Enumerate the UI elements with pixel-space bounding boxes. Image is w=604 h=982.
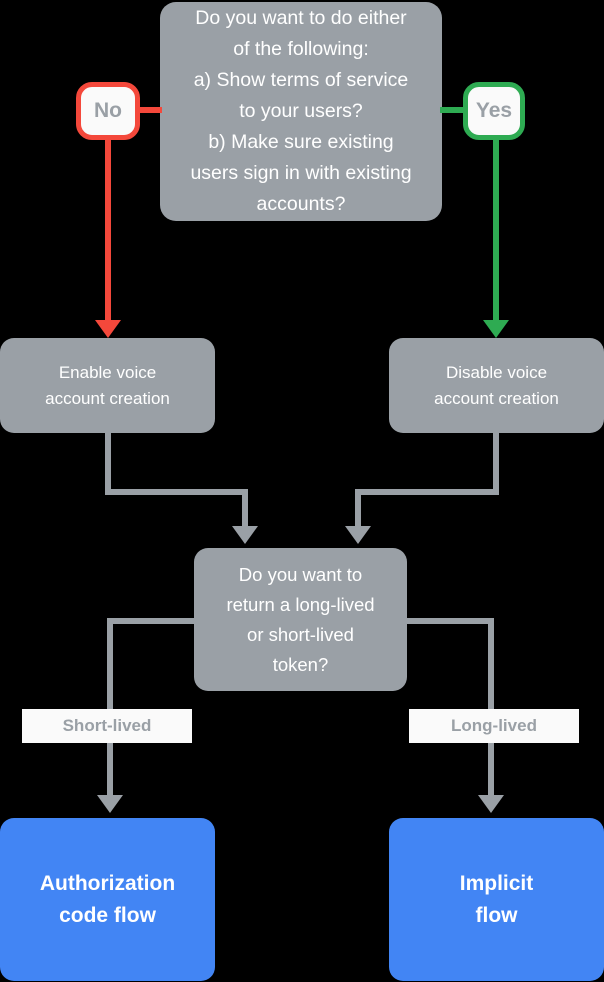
node-implicit-flow-label: Implicit flow [459,871,534,927]
edge-disable-horizontal [355,489,499,495]
edge-enable-descend [242,489,248,528]
node-disable-label: Disable voice account creation [434,362,559,408]
badge-yes-label: Yes [475,99,513,122]
edge-short-horizontal [107,618,197,624]
edge-label-short-lived: Short-lived [22,709,192,743]
edge-label-short-lived-text: Short-lived [62,716,152,735]
edge-enable-drop [105,433,111,489]
edge-short-arrowhead [97,795,123,813]
badge-no: No [76,82,140,140]
edge-label-long-lived-text: Long-lived [451,716,537,735]
edge-long-arrowhead [478,795,504,813]
badge-no-label: No [94,99,122,122]
edge-label-long-lived: Long-lived [409,709,579,743]
node-implicit-flow: Implicit flow [389,818,604,981]
edge-yes-stub [440,107,465,113]
node-question-top-label: Do you want to do either of the followin… [190,7,412,215]
node-authorization-code-flow-label: Authorization code flow [39,871,176,927]
edge-no-stub [140,107,162,113]
node-disable-voice-account-creation: Disable voice account creation [389,338,604,433]
edge-disable-descend [355,489,361,528]
edge-disable-drop [493,433,499,489]
edge-disable-arrowhead [345,526,371,544]
node-enable-label: Enable voice account creation [45,362,170,408]
edge-no-vertical [105,138,111,323]
edge-long-horizontal [404,618,494,624]
badge-yes: Yes [463,82,525,140]
node-authorization-code-flow: Authorization code flow [0,818,215,981]
node-question-token: Do you want to return a long-lived or sh… [194,548,407,691]
edge-enable-arrowhead [232,526,258,544]
edge-yes-vertical [493,138,499,323]
edge-no-arrowhead [95,320,121,338]
node-question-token-label: Do you want to return a long-lived or sh… [226,563,375,675]
edge-enable-horizontal [105,489,248,495]
node-question-top: Do you want to do either of the followin… [160,2,442,221]
edge-yes-arrowhead [483,320,509,338]
node-enable-voice-account-creation: Enable voice account creation [0,338,215,433]
